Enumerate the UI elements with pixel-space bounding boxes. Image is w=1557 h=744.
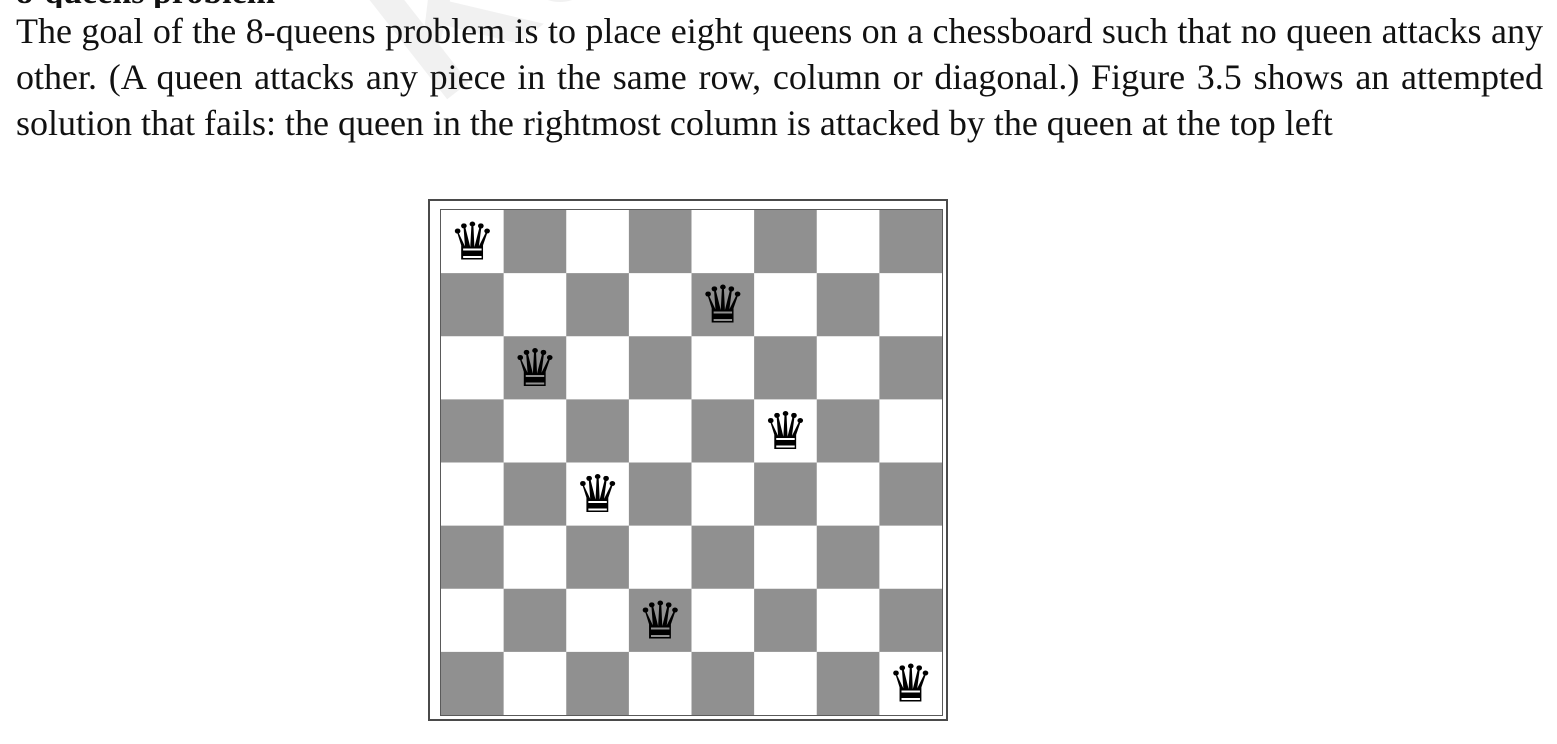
queen-icon: ♛ [574, 465, 621, 525]
board-square [628, 210, 693, 274]
chessboard-grid: ♛ ♛ ♛ ♛ ♛ ♛ ♛ [441, 210, 942, 715]
board-square [441, 210, 505, 274]
board-square [816, 273, 880, 337]
board-square [754, 525, 818, 590]
board-square [754, 588, 818, 653]
board-square [566, 399, 630, 464]
board-square [441, 462, 505, 527]
queen-icon: ♛ [762, 402, 809, 462]
board-square [566, 525, 630, 590]
board-square [816, 651, 880, 715]
queen-icon: ♛ [449, 213, 496, 273]
board-square [879, 210, 942, 274]
board-square [691, 336, 755, 400]
board-square [628, 399, 693, 464]
board-square [691, 525, 755, 590]
queen-icon: ♛ [512, 339, 559, 399]
board-square [816, 210, 880, 274]
board-square [441, 525, 505, 590]
board-square [879, 462, 942, 527]
board-square [503, 210, 567, 274]
board-square [691, 273, 755, 337]
board-square [566, 210, 630, 274]
board-square [628, 336, 693, 400]
board-square [691, 651, 755, 715]
board-square [754, 651, 818, 715]
board-square [816, 336, 880, 400]
board-square [816, 525, 880, 590]
chessboard-figure: ♛ ♛ ♛ ♛ ♛ ♛ ♛ [428, 199, 948, 721]
board-square [816, 588, 880, 653]
board-square [816, 462, 880, 527]
board-square [879, 399, 942, 464]
board-square [754, 399, 818, 464]
board-square [503, 525, 567, 590]
board-square [503, 273, 567, 337]
board-square [754, 210, 818, 274]
body-paragraph: The goal of the 8-queens problem is to p… [16, 11, 1543, 143]
board-square [566, 588, 630, 653]
board-square [628, 651, 693, 715]
board-square [628, 588, 693, 653]
board-square [503, 336, 567, 400]
board-square [879, 336, 942, 400]
board-square [879, 651, 942, 715]
board-square [691, 588, 755, 653]
board-square [628, 273, 693, 337]
board-square [691, 399, 755, 464]
queen-icon: ♛ [887, 654, 934, 714]
board-square [441, 399, 505, 464]
board-square [503, 651, 567, 715]
chessboard: ♛ ♛ ♛ ♛ ♛ ♛ ♛ [440, 209, 943, 716]
section-heading-partial: 8-queens problem [16, 0, 275, 8]
board-square [879, 525, 942, 590]
board-square [503, 462, 567, 527]
board-square [566, 651, 630, 715]
board-square [503, 588, 567, 653]
queen-icon: ♛ [699, 276, 746, 336]
board-square [754, 273, 818, 337]
board-square [754, 462, 818, 527]
board-square [628, 462, 693, 527]
board-square [691, 210, 755, 274]
board-square [816, 399, 880, 464]
board-square [441, 273, 505, 337]
board-square [566, 336, 630, 400]
board-square [879, 273, 942, 337]
board-square [441, 336, 505, 400]
board-square [566, 462, 630, 527]
board-square [566, 273, 630, 337]
board-square [879, 588, 942, 653]
queen-icon: ♛ [637, 591, 684, 651]
board-square [503, 399, 567, 464]
board-square [441, 651, 505, 715]
board-square [628, 525, 693, 590]
board-square [441, 588, 505, 653]
board-square [754, 336, 818, 400]
board-square [691, 462, 755, 527]
